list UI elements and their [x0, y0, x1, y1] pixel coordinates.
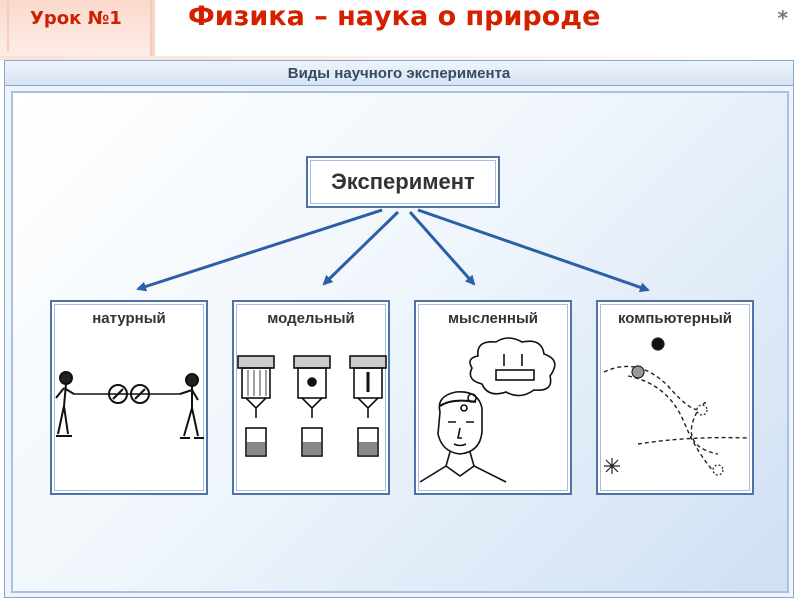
header-divider: [152, 0, 155, 58]
root-node-label: Эксперимент: [331, 169, 475, 194]
thinking-man-picture: [419, 337, 556, 483]
arrow-to-mental: [408, 211, 476, 286]
panel-heading: Виды научного эксперимента: [287, 65, 511, 82]
skaters-picture: [55, 371, 204, 439]
lesson-tab: Урок №1: [0, 0, 154, 58]
trajectories-picture: [603, 337, 749, 477]
arrow-to-computer: [417, 208, 650, 293]
panel-header: Виды научного эксперимента: [5, 61, 793, 86]
page-title: Физика – наука о природе: [188, 1, 601, 32]
card-computer: компьютерный: [596, 300, 754, 495]
card-model: модельный: [232, 300, 390, 495]
card-natural: натурный: [50, 300, 208, 495]
arrow-to-model: [322, 210, 400, 286]
lesson-label: Урок №1: [30, 8, 122, 29]
header-divider: [7, 0, 9, 52]
card-label: мысленный: [447, 310, 539, 327]
card-label: компьютерный: [617, 310, 733, 327]
card-mental: мысленный: [414, 300, 572, 495]
card-label: натурный: [92, 310, 166, 327]
apparatus-picture: [237, 355, 387, 457]
slide-marker: *: [777, 6, 788, 30]
title-rule: [0, 56, 800, 60]
root-node: Эксперимент: [306, 156, 500, 208]
card-label: модельный: [267, 310, 355, 327]
arrow-to-natural: [136, 208, 383, 292]
